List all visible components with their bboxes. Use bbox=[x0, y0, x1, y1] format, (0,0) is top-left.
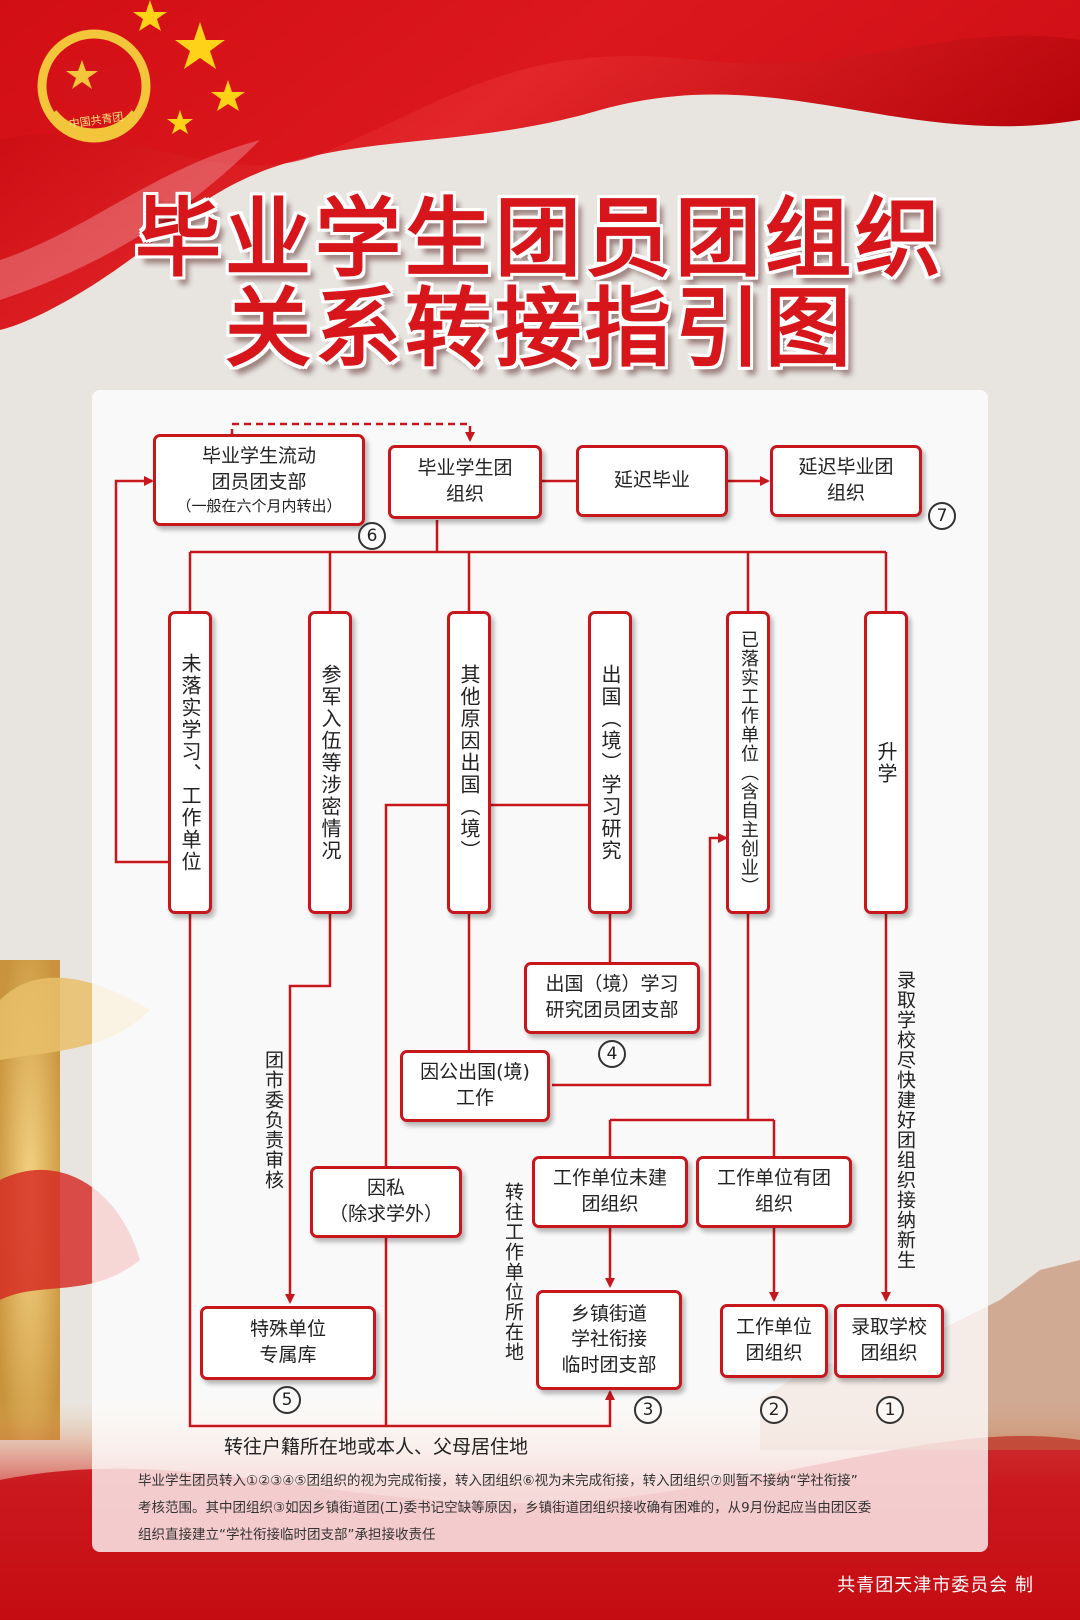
label-luqu-jianshe: 录取学校尽快建好团组织接纳新生 bbox=[894, 970, 916, 1270]
node-yinsi-line1: 因私 bbox=[366, 1177, 405, 1200]
node-liudong-line3: （一般在六个月内转出） bbox=[176, 496, 342, 515]
node-xiangzhen-line3: 临时团支部 bbox=[561, 1353, 657, 1376]
label-huji: 转往户籍所在地或本人、父母居住地 bbox=[224, 1436, 529, 1458]
node-xiangzhen-zhibu: 乡镇街道 学社衔接 临时团支部 bbox=[536, 1290, 682, 1390]
node-yingong-chuguo: 因公出国(境) 工作 bbox=[400, 1050, 550, 1122]
node-xiangzhen-line2: 学社衔接 bbox=[570, 1328, 647, 1351]
node-teshu-line2: 专属库 bbox=[259, 1344, 317, 1366]
page-title-line2: 关系转接指引图 bbox=[225, 279, 855, 379]
node-danweituan-line1: 工作单位 bbox=[735, 1316, 812, 1339]
node-yanchi-line1: 延迟毕业 bbox=[613, 469, 690, 492]
number-badge-4: 4 bbox=[598, 1040, 626, 1068]
node-weiluoshi-text: 未落实学习、工作单位 bbox=[178, 652, 202, 873]
emblem-icon bbox=[37, 29, 151, 143]
node-chuguo-zhibu: 出国（境）学习 研究团员团支部 bbox=[524, 962, 700, 1034]
node-chuguo-xuexi: 出国（境）学习研究 bbox=[588, 611, 632, 914]
node-yinsi: 因私 （除求学外） bbox=[310, 1166, 462, 1238]
node-teshu-line1: 特殊单位 bbox=[249, 1318, 326, 1341]
node-luqu-line2: 团组织 bbox=[860, 1342, 918, 1364]
node-liudong-line2: 团员团支部 bbox=[211, 470, 307, 493]
node-yanchi-tuanzuzhi: 延迟毕业团 组织 bbox=[770, 445, 922, 517]
node-liudong-zhibu: 毕业学生流动 团员团支部 （一般在六个月内转出） bbox=[153, 434, 365, 526]
node-weijian-line1: 工作单位未建 bbox=[552, 1167, 667, 1190]
number-badge-1: 1 bbox=[876, 1396, 904, 1424]
node-chuguozhibu-line1: 出国（境）学习 bbox=[545, 973, 679, 996]
node-canjun: 参军入伍等涉密情况 bbox=[308, 611, 352, 914]
node-liudong-line1: 毕业学生流动 bbox=[201, 445, 316, 468]
footnote-line1: 毕业学生团员转入①②③④⑤团组织的视为完成衔接，转入团组织⑥视为未完成衔接，转入… bbox=[138, 1473, 858, 1489]
node-yanchi-biye: 延迟毕业 bbox=[576, 445, 728, 517]
node-tuan-line1: 毕业学生团 bbox=[417, 457, 513, 480]
node-shengxue: 升学 bbox=[864, 611, 908, 914]
node-luqu-xuexiao: 录取学校 团组织 bbox=[834, 1304, 944, 1378]
node-yanchituan-line2: 组织 bbox=[826, 482, 865, 504]
node-qita-chuguo: 其他原因出国（境） bbox=[447, 611, 491, 914]
footnote: 毕业学生团员转入①②③④⑤团组织的视为完成衔接，转入团组织⑥视为未完成衔接，转入… bbox=[138, 1468, 950, 1549]
number-badge-3: 3 bbox=[634, 1396, 662, 1424]
issuer-footer: 共青团天津市委员会 制 bbox=[837, 1575, 1034, 1596]
footnote-line3: 组织直接建立“学社衔接临时团支部”承担接收责任 bbox=[138, 1527, 436, 1543]
node-danweituan-line2: 团组织 bbox=[745, 1342, 803, 1364]
label-zhuanwang-danwei: 转往工作单位所在地 bbox=[502, 1182, 524, 1362]
node-weijian-tuanzuzhi: 工作单位未建 团组织 bbox=[532, 1156, 688, 1228]
node-youtuan-zuzhi: 工作单位有团 组织 bbox=[696, 1156, 852, 1228]
node-gongzuo-danwei-tuan: 工作单位 团组织 bbox=[720, 1304, 828, 1378]
node-qita-text: 其他原因出国（境） bbox=[457, 663, 481, 862]
node-tuan-line2: 组织 bbox=[445, 483, 484, 505]
node-teshu-danwei: 特殊单位 专属库 bbox=[200, 1306, 376, 1380]
node-youtuan-line2: 组织 bbox=[754, 1193, 793, 1215]
node-chuguo-text: 出国（境）学习研究 bbox=[598, 663, 622, 862]
node-canjun-text: 参军入伍等涉密情况 bbox=[318, 663, 342, 862]
page-title-line1: 毕业学生团员团组织 bbox=[135, 189, 945, 289]
node-yiluoshi-text: 已落实工作单位（含自主创业） bbox=[738, 629, 759, 896]
node-biye-tuanzuzhi: 毕业学生团 组织 bbox=[388, 445, 542, 519]
node-weijian-line2: 团组织 bbox=[581, 1193, 639, 1215]
node-yinsi-line2: （除求学外） bbox=[328, 1203, 443, 1225]
node-chuguozhibu-line2: 研究团员团支部 bbox=[545, 999, 679, 1021]
node-xiangzhen-line1: 乡镇街道 bbox=[570, 1302, 647, 1325]
node-weiluoshi: 未落实学习、工作单位 bbox=[168, 611, 212, 914]
number-badge-6: 6 bbox=[358, 522, 386, 550]
label-tuanshiwei: 团市委负责审核 bbox=[262, 1050, 284, 1190]
node-yingong-line1: 因公出国(境) bbox=[420, 1061, 530, 1084]
node-shengxue-text: 升学 bbox=[874, 740, 898, 785]
node-youtuan-line1: 工作单位有团 bbox=[716, 1167, 831, 1190]
number-badge-2: 2 bbox=[760, 1396, 788, 1424]
node-luqu-line1: 录取学校 bbox=[850, 1316, 927, 1339]
number-badge-7: 7 bbox=[928, 502, 956, 530]
footnote-line2: 考核范围。其中团组织③如因乡镇街道团(工)委书记空缺等原因，乡镇街道团组织接收确… bbox=[138, 1500, 872, 1516]
number-badge-5: 5 bbox=[273, 1386, 301, 1414]
node-yiluoshi: 已落实工作单位（含自主创业） bbox=[726, 611, 770, 914]
league-emblem: 中国共青团 bbox=[34, 26, 154, 146]
node-yanchituan-line1: 延迟毕业团 bbox=[798, 456, 894, 479]
node-yingong-line2: 工作 bbox=[455, 1087, 494, 1109]
